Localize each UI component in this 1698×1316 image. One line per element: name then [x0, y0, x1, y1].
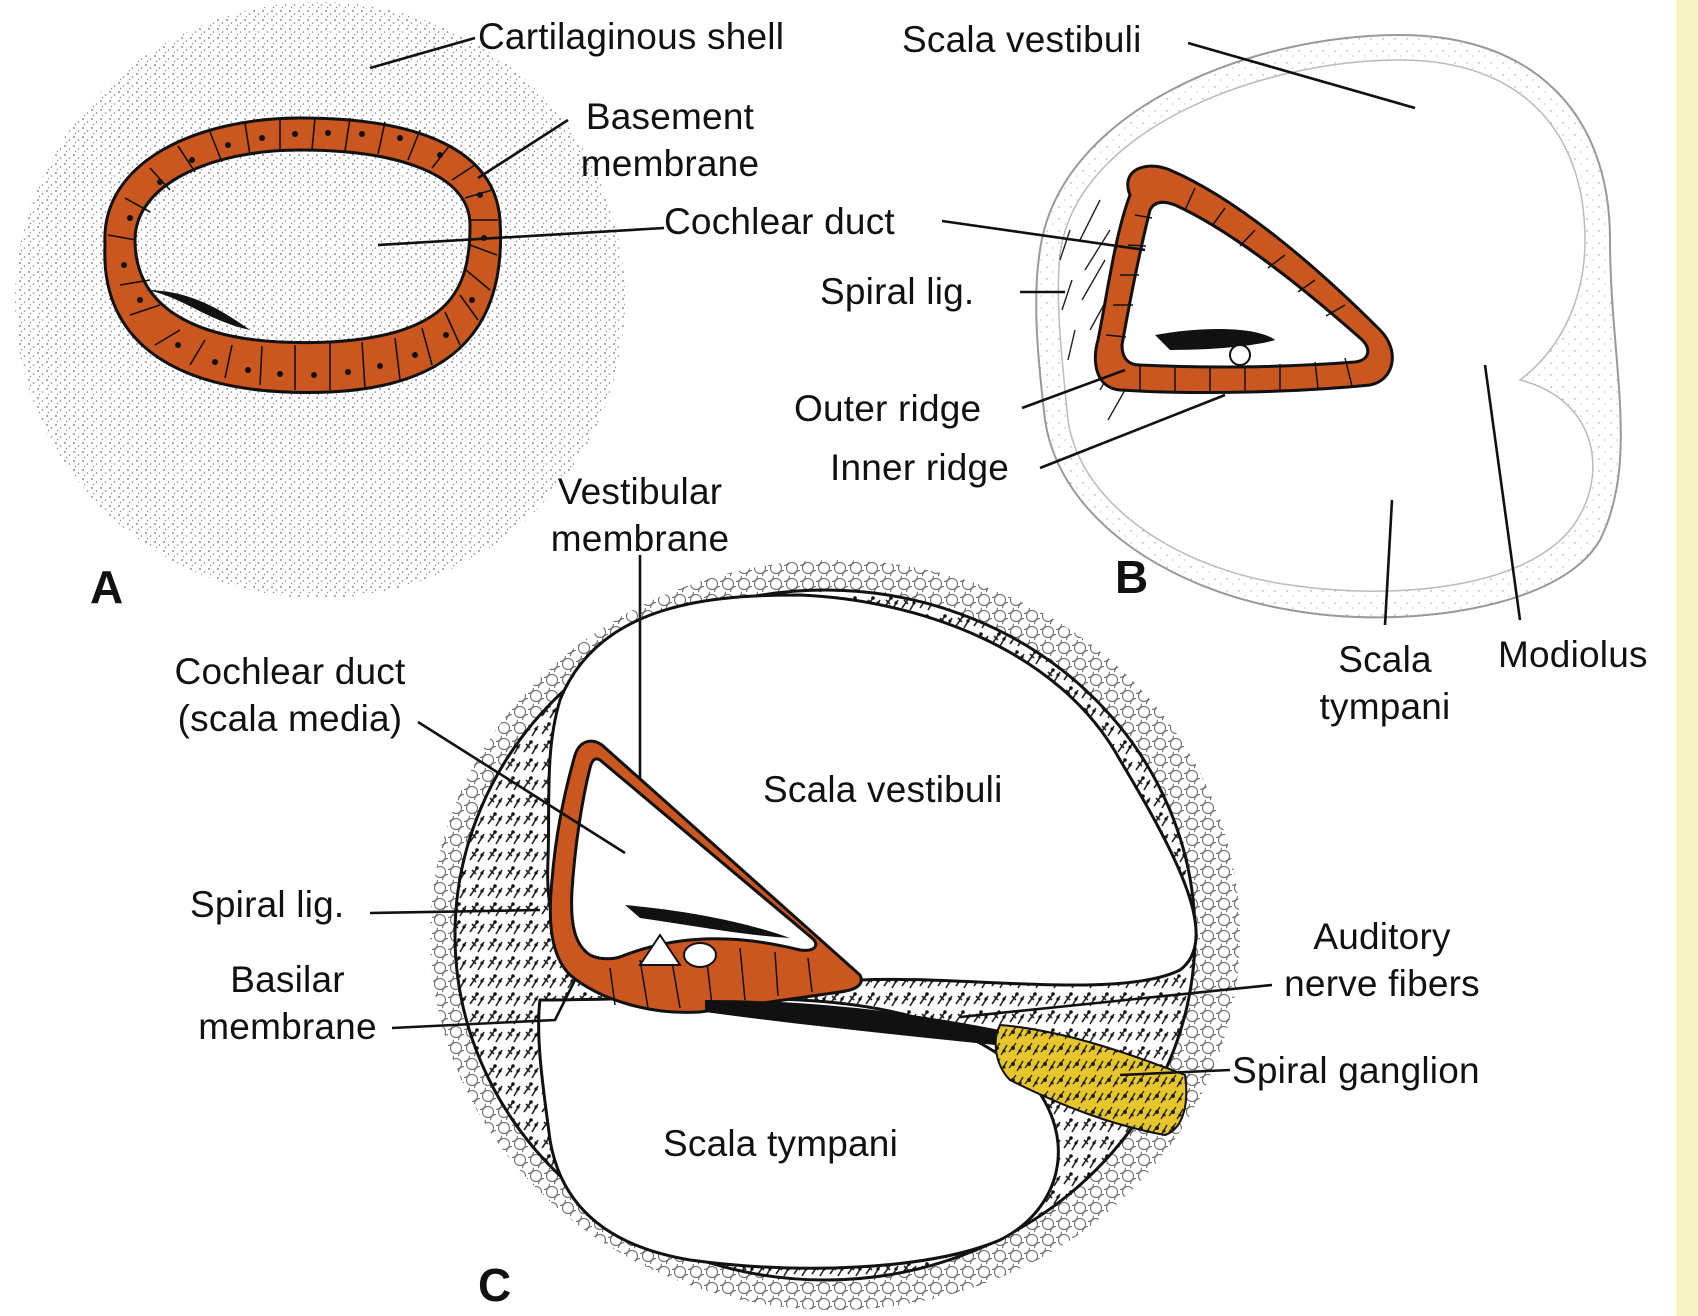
label-basement-membrane-2: membrane — [565, 142, 775, 186]
label-scala-tympani-b-2: tympani — [1290, 685, 1480, 729]
label-basilar-membrane-2: membrane — [170, 1005, 405, 1049]
panel-label-b: B — [1115, 550, 1148, 604]
label-scala-vestibuli-c: Scala vestibuli — [763, 768, 1003, 812]
panel-c-drawing — [430, 560, 1240, 1310]
label-spiral-lig-c: Spiral lig. — [190, 883, 344, 927]
label-cochlear-duct-a: Cochlear duct — [664, 200, 895, 244]
label-cochlear-duct-c-2: (scala media) — [140, 697, 440, 741]
label-basement-membrane-1: Basement — [565, 95, 775, 139]
label-cartilaginous-shell: Cartilaginous shell — [478, 15, 784, 59]
panel-label-a: A — [90, 560, 123, 614]
label-cochlear-duct-c-1: Cochlear duct — [140, 650, 440, 694]
label-vestibular-membrane-1: Vestibular — [520, 470, 760, 514]
label-scala-tympani-c: Scala tympani — [663, 1122, 898, 1166]
label-spiral-lig-b: Spiral lig. — [820, 270, 974, 314]
label-modiolus: Modiolus — [1498, 633, 1648, 677]
panel-label-c: C — [478, 1258, 511, 1312]
label-spiral-ganglion: Spiral ganglion — [1232, 1049, 1480, 1093]
label-vestibular-membrane-2: membrane — [520, 517, 760, 561]
label-scala-vestibuli-b: Scala vestibuli — [902, 18, 1142, 62]
panel-b-drawing — [1036, 35, 1621, 617]
side-strip — [1676, 0, 1698, 1316]
label-inner-ridge: Inner ridge — [830, 446, 1009, 490]
label-auditory-nerve-1: Auditory — [1262, 915, 1502, 959]
label-auditory-nerve-2: nerve fibers — [1262, 962, 1502, 1006]
label-outer-ridge: Outer ridge — [794, 387, 981, 431]
label-scala-tympani-b-1: Scala — [1290, 638, 1480, 682]
label-basilar-membrane-1: Basilar — [170, 958, 405, 1002]
